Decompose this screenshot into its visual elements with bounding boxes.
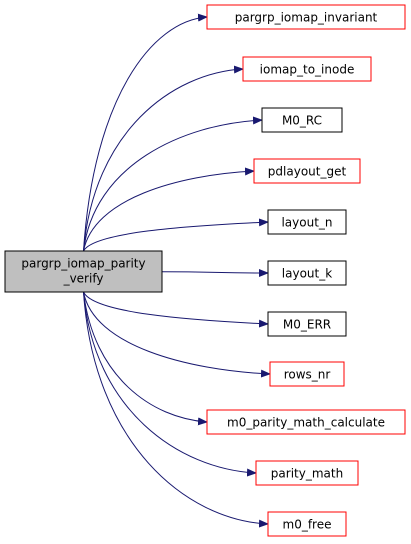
callee-node[interactable]: iomap_to_inode <box>242 56 372 82</box>
root-function-node[interactable]: pargrp_iomap_parity _verify <box>4 250 163 293</box>
call-edge <box>161 268 269 277</box>
call-edge-path <box>83 167 255 252</box>
callee-node-box <box>253 158 361 184</box>
callee-node-box <box>261 107 343 133</box>
call-edge <box>83 167 255 252</box>
callee-node-label: layout_n <box>281 216 332 230</box>
call-edge-path <box>83 291 208 426</box>
call-edge-path <box>83 65 244 252</box>
callee-node[interactable]: m0_free <box>267 511 347 537</box>
callee-node-label: M0_RC <box>282 114 322 128</box>
call-edge-path <box>83 13 208 252</box>
callee-node-label: iomap_to_inode <box>260 63 355 77</box>
callee-node[interactable]: parity_math <box>255 460 359 486</box>
call-edge-path <box>83 291 257 477</box>
callee-node[interactable]: M0_RC <box>261 107 343 133</box>
call-edge-path <box>161 268 269 277</box>
callee-node-box <box>206 4 406 30</box>
root-function-label-line-1: pargrp_iomap_parity <box>21 257 145 271</box>
callee-node[interactable]: pargrp_iomap_invariant <box>206 4 406 30</box>
callee-node-box <box>242 56 372 82</box>
callee-node-box <box>267 209 347 235</box>
call-edge <box>83 291 208 426</box>
callee-node-label: layout_k <box>282 267 332 281</box>
call-edge-path <box>83 218 269 252</box>
callee-node-box <box>267 511 347 537</box>
call-edge <box>83 65 244 252</box>
call-edge <box>83 291 257 477</box>
call-edge-path <box>83 291 269 328</box>
call-edge-path <box>83 291 271 378</box>
root-function-label-line-2: _verify <box>63 272 104 286</box>
callee-node-box <box>206 409 406 435</box>
callee-nodes: pargrp_iomap_invariant iomap_to_inodeM0_R… <box>206 4 406 537</box>
call-edge <box>83 291 271 378</box>
callee-node-label: pargrp_iomap_invariant <box>235 11 378 25</box>
call-edge <box>83 291 269 528</box>
call-edge-path <box>83 291 269 528</box>
call-edge-path <box>83 116 263 252</box>
callee-node-box <box>269 361 345 387</box>
callee-node-label: M0_ERR <box>283 318 331 332</box>
callee-node-label: parity_math <box>271 467 343 481</box>
call-edge <box>83 218 269 252</box>
callee-node-box <box>267 260 347 286</box>
call-edge <box>83 116 263 252</box>
callee-node[interactable]: rows_nr <box>269 361 345 387</box>
callee-node-box <box>255 460 359 486</box>
call-edges <box>83 13 271 528</box>
callee-node-label: m0_free <box>283 518 332 532</box>
callee-node[interactable]: layout_k <box>267 260 347 286</box>
call-edge <box>83 13 208 252</box>
callee-node[interactable]: layout_n <box>267 209 347 235</box>
callee-node[interactable]: pdlayout_get <box>253 158 361 184</box>
callee-node-label: rows_nr <box>284 368 331 382</box>
callee-node-box <box>267 311 347 337</box>
callee-node-label: m0_parity_math_calculate <box>227 416 385 430</box>
callee-node[interactable]: M0_ERR <box>267 311 347 337</box>
callee-node[interactable]: m0_parity_math_calculate <box>206 409 406 435</box>
callee-node-label: pdlayout_get <box>268 165 347 179</box>
call-edge <box>83 291 269 328</box>
